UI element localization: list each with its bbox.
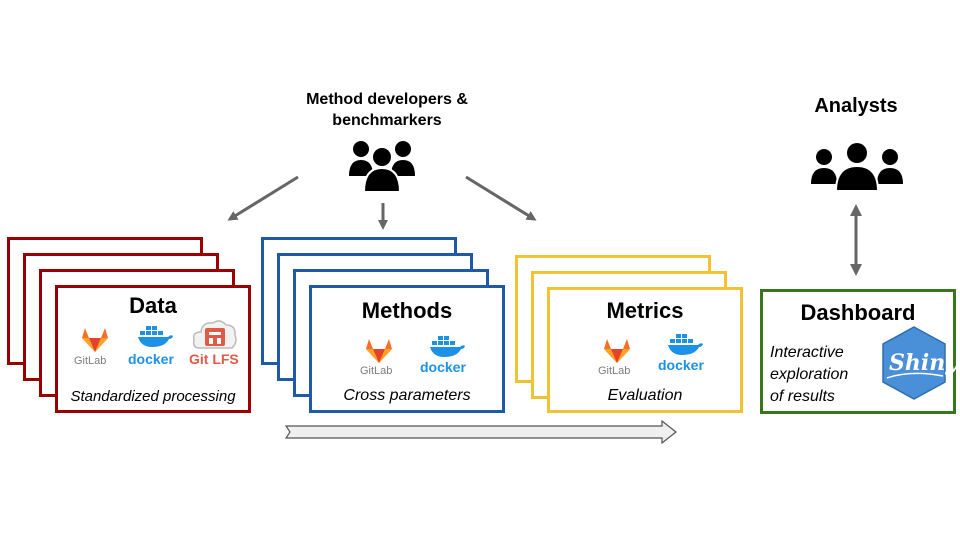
developers-people-icon [349,141,415,193]
data-title: Data [129,293,177,318]
gitlab-logo-label: GitLab [598,365,631,377]
developers-label-line1: Method developers & [306,91,468,108]
gitlab-icon [82,328,108,352]
git-lfs-icon [192,320,237,349]
docker-logo-label: docker [420,359,466,375]
docker-logo-label: docker [128,351,174,367]
analysts-dashboard-arrow [850,204,862,276]
pipeline-flow-arrow [284,419,677,445]
dashboard-desc-line2: exploration [770,366,849,383]
methods-subtitle: Cross parameters [343,387,471,404]
shiny-hexagon-icon [882,326,946,400]
dashboard-desc-line1: Interactive [770,344,844,361]
analysts-people-icon [811,141,903,192]
dashboard-desc-line3: of results [770,388,835,405]
docker-icon [138,326,173,347]
data-card[interactable]: Data GitLab docker Git LFS Standardized … [55,285,251,413]
git-lfs-logo-label: Git LFS [189,351,239,367]
gitlab-icon [604,339,630,363]
methods-title: Methods [361,298,453,323]
arrow-to-metrics [465,175,537,221]
data-subtitle: Standardized processing [70,388,236,405]
docker-logo-label: docker [658,357,704,373]
dashboard-description: Interactive exploration of results [770,342,848,408]
methods-card[interactable]: Methods GitLab docker Cross parameters [309,285,505,413]
analysts-label: Analysts [814,95,898,117]
developers-label: Method developers & benchmarkers [282,89,492,131]
developers-label-line2: benchmarkers [332,112,442,129]
metrics-card[interactable]: Metrics GitLab docker Evaluation [547,287,743,413]
gitlab-icon [366,339,392,363]
arrow-to-data [227,175,299,221]
gitlab-logo-label: GitLab [74,355,107,367]
docker-icon [668,334,703,355]
metrics-subtitle: Evaluation [607,387,683,404]
docker-icon [430,336,465,357]
dashboard-card[interactable]: Dashboard Interactive exploration of res… [760,289,959,414]
dashboard-title: Dashboard [800,300,916,325]
shiny-logo-label: Shiny [889,350,959,376]
gitlab-logo-label: GitLab [360,365,393,377]
metrics-title: Metrics [606,298,684,323]
